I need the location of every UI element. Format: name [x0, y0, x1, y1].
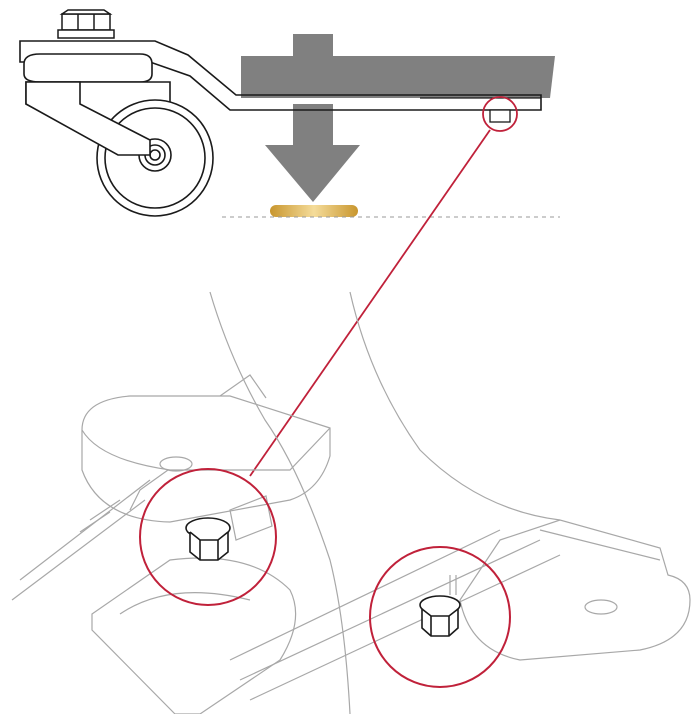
base-plate: [241, 56, 555, 98]
hex-bolt-right-icon: [419, 595, 461, 637]
body-outline-left: [209, 291, 351, 714]
callout-circle-left: [139, 468, 277, 606]
callout-connector-line: [249, 129, 491, 477]
hex-nut-icon: [57, 9, 115, 39]
body-outline-right: [349, 291, 561, 521]
side-view: [19, 9, 560, 218]
down-arrow-icon: [265, 34, 360, 202]
upper-plate: [81, 395, 331, 523]
upper-plate-hole: [159, 456, 193, 472]
perspective-detail: [11, 291, 691, 714]
right-plate-hole: [584, 599, 618, 615]
swivel-caster-wheel-icon: [23, 53, 214, 217]
center-arm: [229, 529, 561, 701]
small-callout-circle: [482, 96, 518, 132]
lower-wedge: [91, 557, 297, 714]
adjuster-slot: [489, 109, 511, 123]
left-arm: [11, 469, 169, 601]
hex-bolt-left-icon: [185, 517, 231, 561]
right-plate: [459, 519, 691, 661]
callout-circle-right: [369, 546, 511, 688]
gold-floor-pad-icon: [270, 205, 358, 217]
